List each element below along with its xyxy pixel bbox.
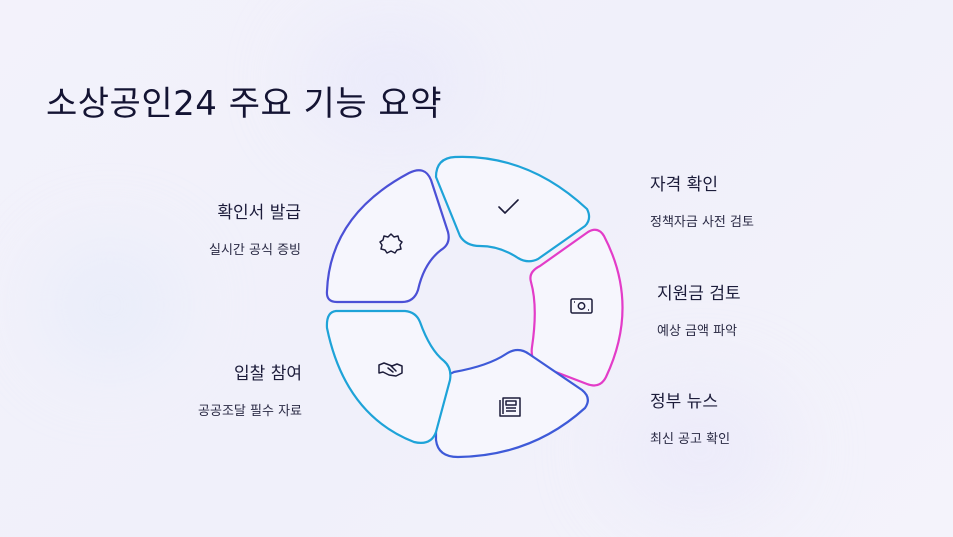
check-icon	[498, 199, 519, 214]
feature-desc: 공공조달 필수 자료	[198, 404, 302, 419]
feature-desc: 정책자금 사전 검토	[650, 215, 754, 230]
feature-title: 입찰 참여	[234, 364, 302, 384]
feature-title: 정부 뉴스	[650, 392, 718, 412]
feature-title: 확인서 발급	[217, 203, 301, 223]
bg-glow	[300, 20, 480, 140]
segment-subsidy[interactable]	[529, 228, 624, 387]
feature-desc: 실시간 공식 증빙	[209, 243, 301, 258]
feature-desc: 예상 금액 파악	[657, 324, 738, 339]
feature-title: 자격 확인	[650, 175, 718, 195]
feature-title: 지원금 검토	[657, 284, 741, 304]
segment-bidding[interactable]	[325, 309, 452, 444]
newspaper-icon	[499, 397, 521, 417]
segment-certificate[interactable]	[325, 169, 450, 304]
handshake-icon	[378, 362, 403, 377]
feature-desc: 최신 공고 확인	[650, 432, 731, 447]
feature-bidding: 입찰 참여 공공조달 필수 자료	[198, 359, 302, 419]
feature-eligibility: 자격 확인 정책자금 사전 검토	[650, 170, 754, 230]
feature-subsidy: 지원금 검토 예상 금액 파악	[657, 279, 741, 339]
feature-news: 정부 뉴스 최신 공고 확인	[650, 387, 730, 447]
page-title: 소상공인24 주요 기능 요약	[46, 84, 442, 124]
segment-eligibility[interactable]	[434, 155, 591, 263]
money-icon	[570, 298, 593, 314]
badge-icon	[379, 233, 403, 254]
bg-glow	[40, 240, 180, 370]
segment-news[interactable]	[434, 348, 589, 459]
bg-glow	[610, 380, 790, 520]
feature-certificate: 확인서 발급 실시간 공식 증빙	[209, 198, 301, 258]
